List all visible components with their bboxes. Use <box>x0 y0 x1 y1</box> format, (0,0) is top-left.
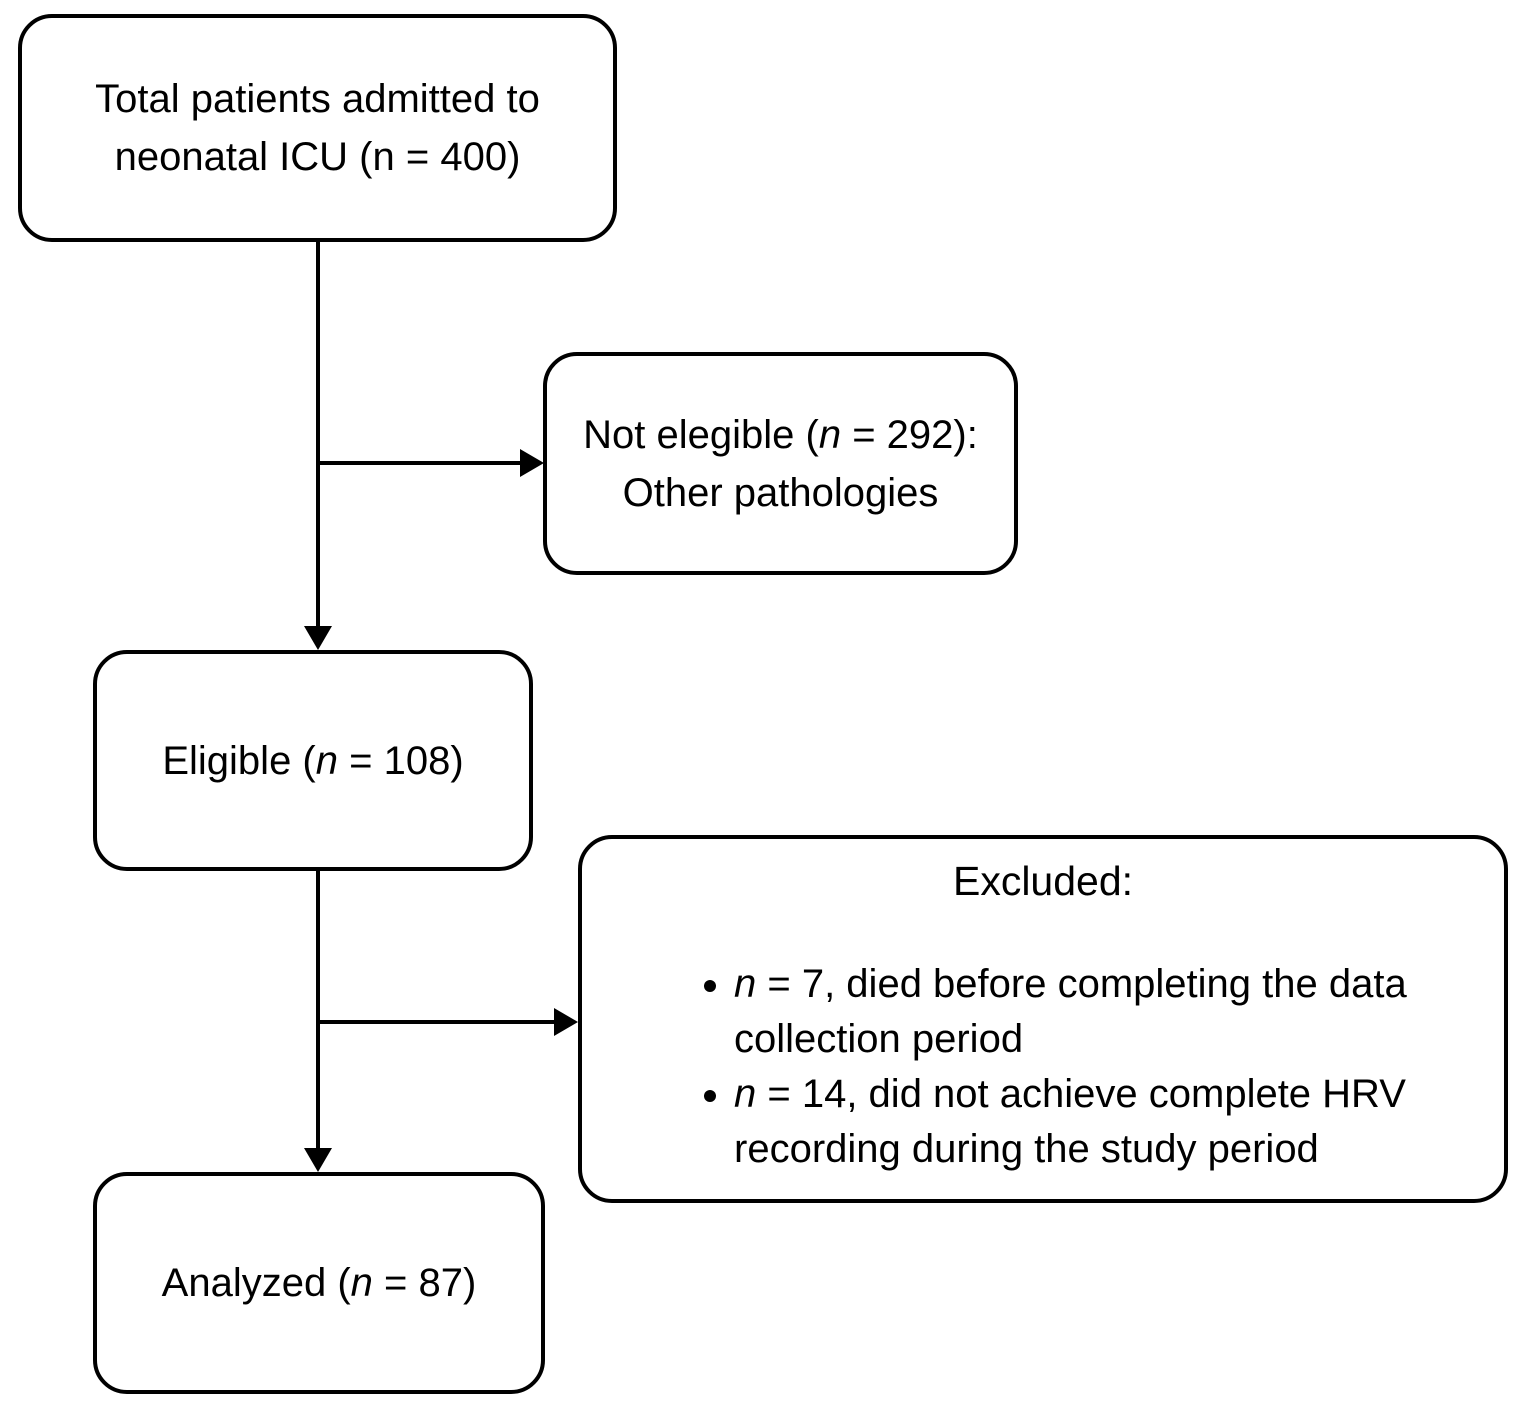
eligible-label: Eligible (n = 108) <box>162 732 463 790</box>
analyzed-pre: Analyzed ( <box>161 1261 351 1305</box>
not-eligible-n-italic: n <box>818 412 842 457</box>
total-admitted-line2: neonatal ICU (n = 400) <box>114 135 521 179</box>
arrow-down-icon <box>304 626 332 650</box>
analyzed-post: = 87) <box>372 1261 477 1305</box>
analyzed-label: Analyzed (n = 87) <box>162 1254 477 1312</box>
excluded-bullet-hrv: n = 14, did not achieve complete HRV rec… <box>734 1067 1484 1177</box>
arrow-right-icon <box>520 449 544 477</box>
connector-branch-to-excluded <box>318 1020 554 1024</box>
excluded-bullet-hrv-n-italic: n <box>734 1072 757 1116</box>
excluded-bullet-died: n = 7, died before completing the data c… <box>734 957 1484 1067</box>
excluded-bullet-died-text: = 7, died before completing the data col… <box>734 962 1407 1061</box>
eligible-post: = 108) <box>338 738 464 783</box>
eligible-n-italic: n <box>315 738 338 783</box>
excluded-title: Excluded: <box>952 858 1134 904</box>
flow-box-not-eligible: Not elegible (n = 292): Other pathologie… <box>543 352 1018 575</box>
connector-total-to-eligible <box>316 240 320 626</box>
excluded-bullet-died-n-italic: n <box>734 962 757 1006</box>
arrow-down-icon <box>304 1148 332 1172</box>
excluded-bullet-hrv-text: = 14, did not achieve complete HRV recor… <box>734 1072 1406 1171</box>
arrow-right-icon <box>554 1008 578 1036</box>
not-eligible-line1: Not elegible (n = 292): <box>583 406 978 464</box>
not-eligible-line1-pre: Not elegible ( <box>583 412 819 457</box>
connector-branch-to-not-eligible <box>318 461 520 465</box>
total-admitted-line1: Total patients admitted to <box>95 77 540 121</box>
not-eligible-line2: Other pathologies <box>622 470 939 515</box>
flow-box-total-admitted: Total patients admitted to neonatal ICU … <box>18 14 617 242</box>
flow-box-analyzed: Analyzed (n = 87) <box>93 1172 545 1394</box>
eligible-pre: Eligible ( <box>162 738 316 783</box>
excluded-bullet-list: n = 7, died before completing the data c… <box>582 957 1484 1177</box>
flow-box-excluded: Excluded: n = 7, died before completing … <box>578 835 1508 1203</box>
connector-eligible-to-analyzed <box>316 869 320 1148</box>
analyzed-n-italic: n <box>350 1261 373 1305</box>
flow-box-eligible: Eligible (n = 108) <box>93 650 533 871</box>
not-eligible-line1-post: = 292): <box>841 412 978 457</box>
